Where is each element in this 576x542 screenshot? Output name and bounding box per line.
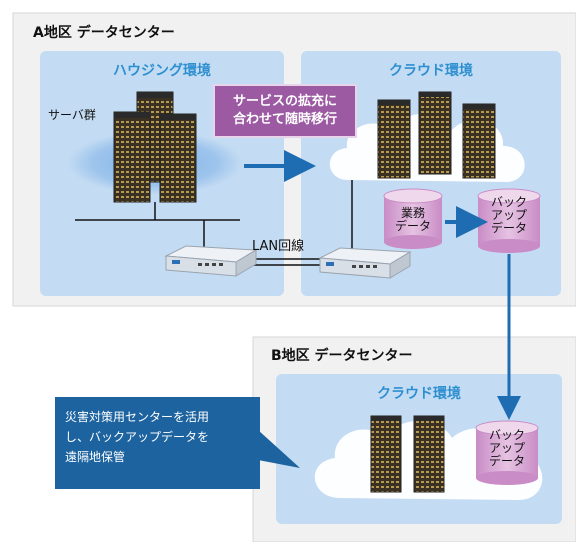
backup-data-label-b: バック アップ データ: [488, 428, 525, 468]
business-data-cylinder: [383, 188, 443, 249]
router-icon: [318, 247, 412, 279]
server-rack-icon: [113, 111, 151, 203]
router-icon: [164, 245, 258, 277]
backup-data-label-a: バック アップ データ: [490, 195, 527, 235]
migration-banner: サービスの拡充に 合わせて随時移行: [213, 84, 357, 138]
backup-data-cylinder-b: [475, 420, 539, 485]
callout-pointer: [258, 430, 300, 468]
server-rack-icon: [370, 415, 402, 493]
cloud-env-title-b: クラウド環境: [377, 386, 461, 402]
site-a-title: A地区 データセンター: [33, 25, 175, 41]
backup-data-cylinder: [477, 188, 541, 253]
server-rack-icon: [462, 103, 496, 179]
server-group-label: サーバ群: [48, 108, 96, 122]
business-data-label: 業務 データ: [394, 206, 431, 233]
cloud-env-title-a: クラウド環境: [389, 63, 473, 79]
lan-label: LAN回線: [252, 239, 305, 254]
server-rack-icon: [413, 415, 445, 493]
server-rack-icon: [418, 91, 452, 175]
site-b-title: B地区 データセンター: [271, 348, 413, 364]
server-rack-icon: [159, 113, 197, 203]
housing-env-title: ハウジング環境: [113, 63, 211, 79]
server-rack-icon: [377, 99, 411, 179]
dr-callout: 災害対策用センターを活用 し、バックアップデータを 遠隔地保管: [55, 397, 260, 489]
